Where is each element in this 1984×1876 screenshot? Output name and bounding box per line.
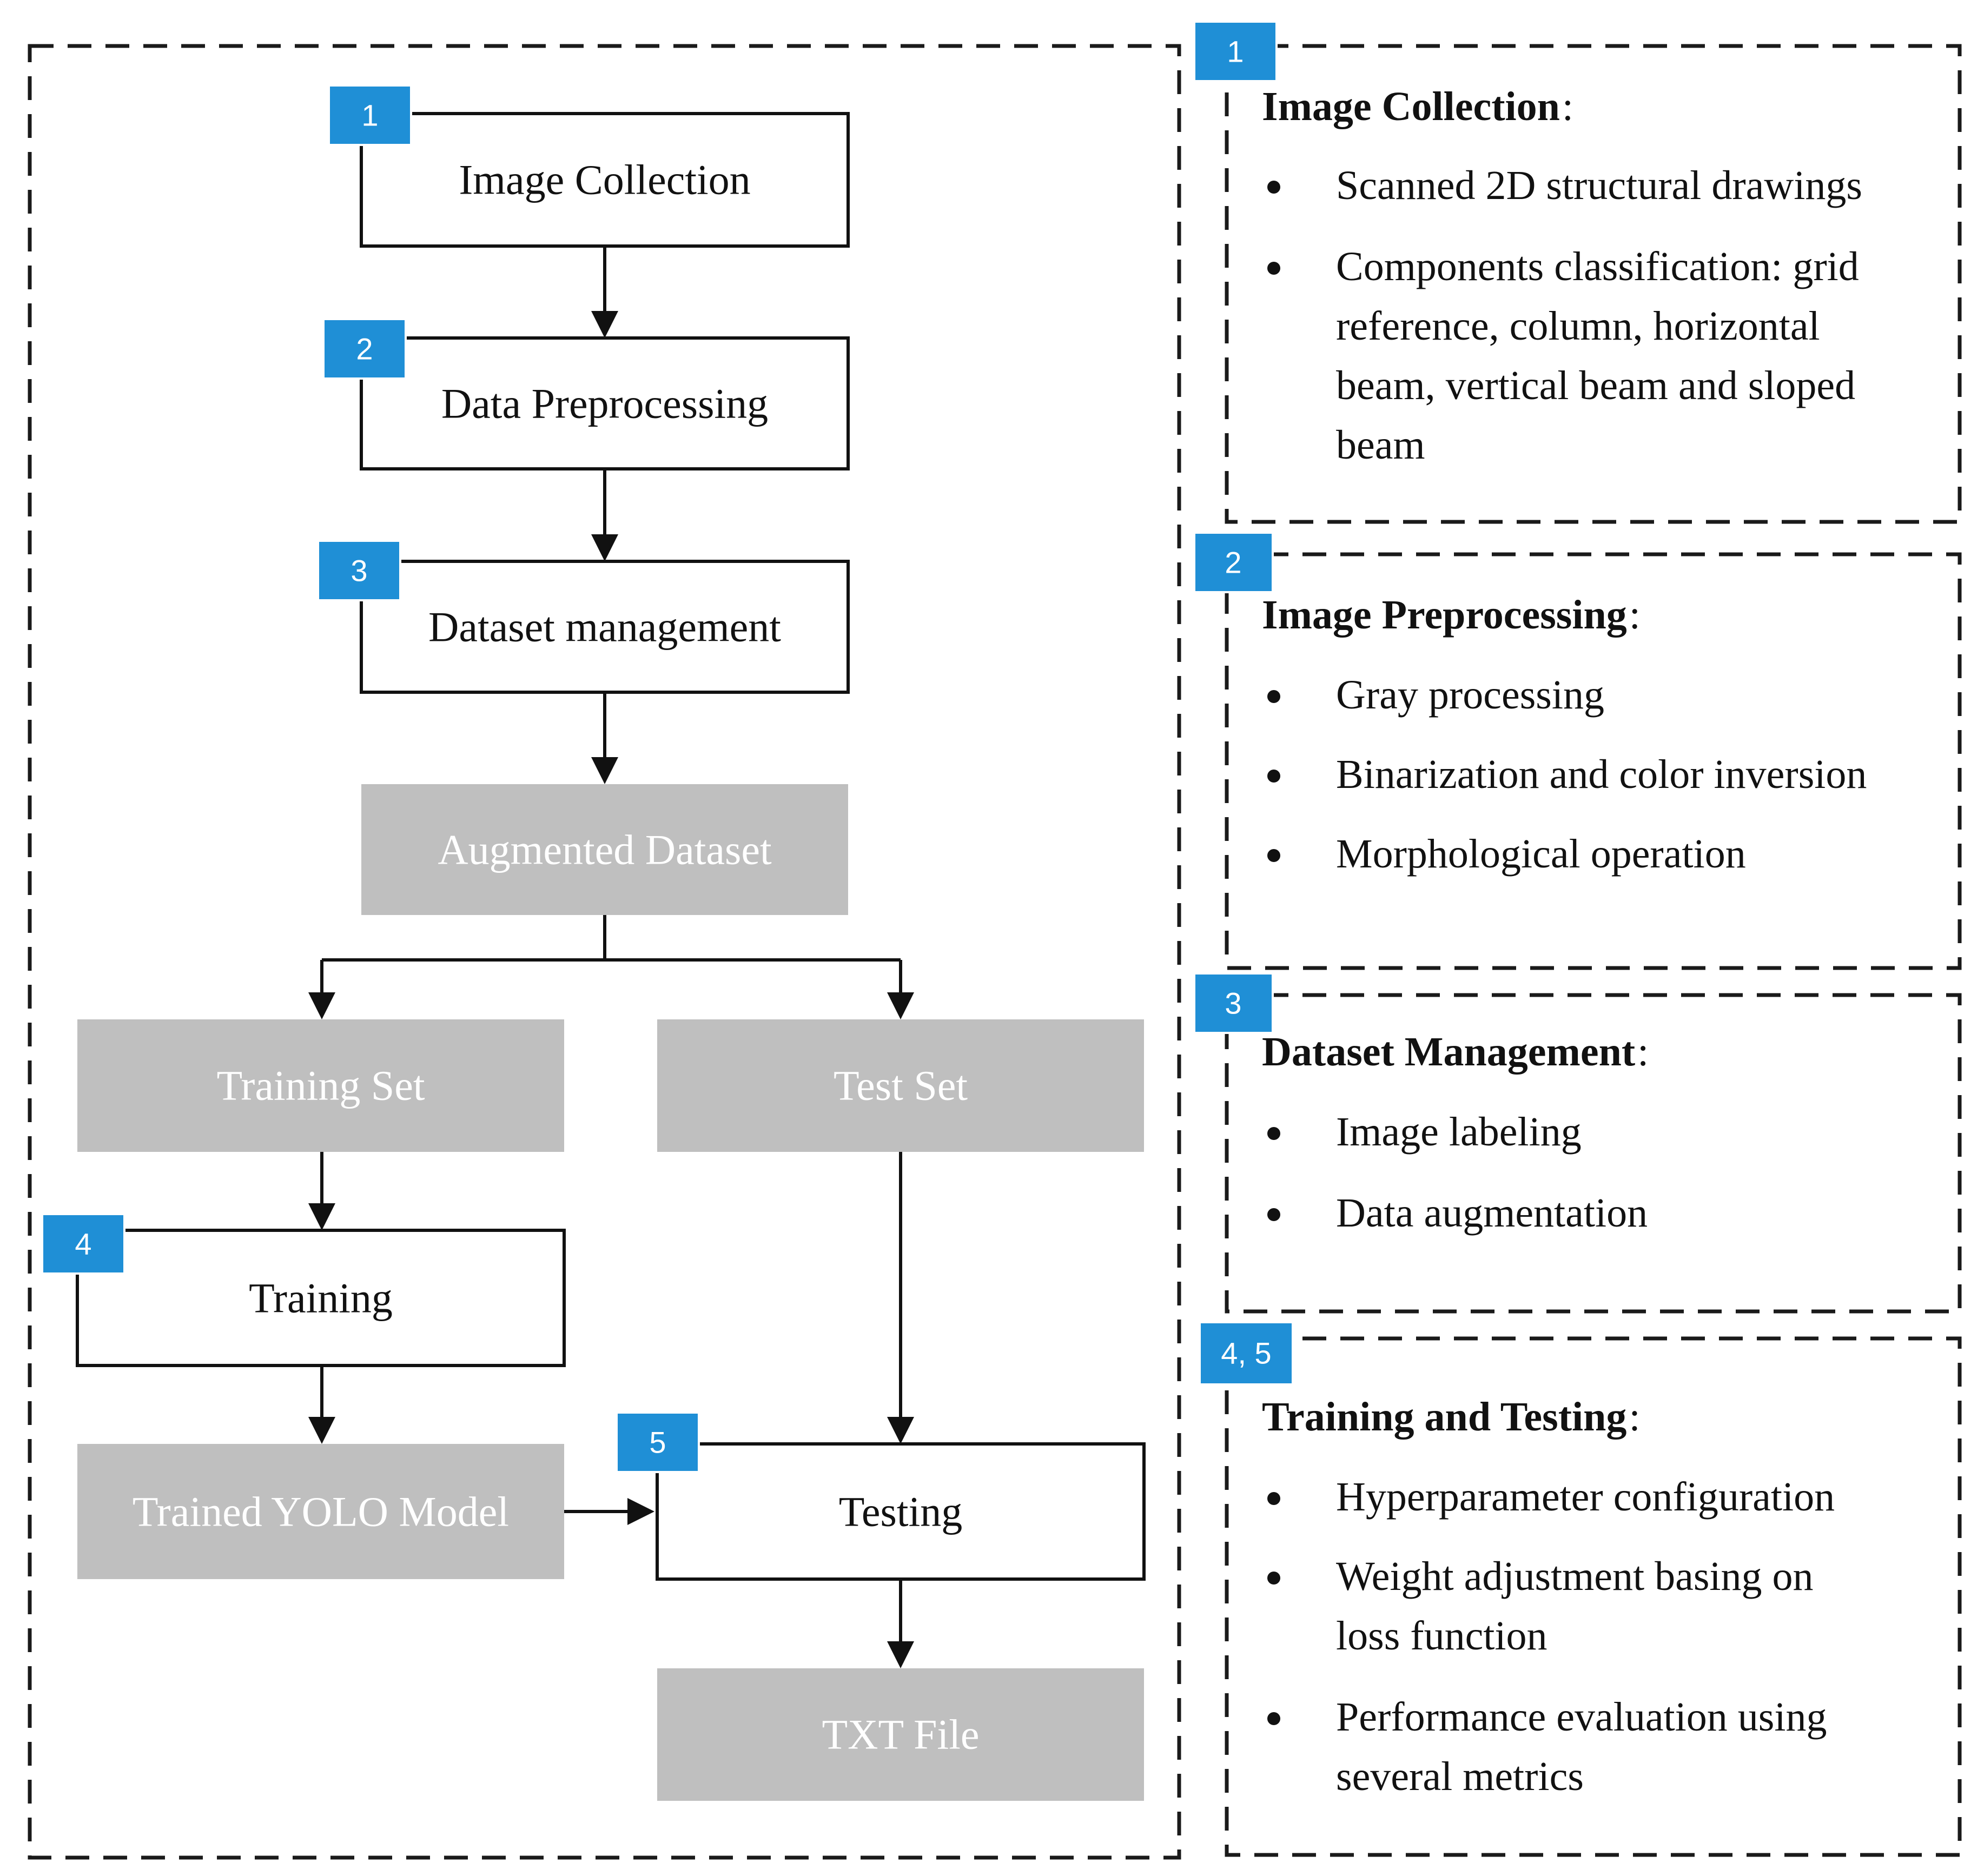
panel-item-line: Data augmentation [1336,1190,1648,1236]
node-training-set-label: Training Set [216,1062,425,1109]
panel-badge-1: 1 [1193,21,1278,82]
svg-text:1: 1 [361,98,378,132]
svg-text:4: 4 [75,1227,91,1261]
panel-frame-3 [1225,993,1962,1314]
panel-title-suffix: : [1637,1029,1649,1075]
flow-frame [28,44,1181,1860]
svg-text:5: 5 [649,1426,666,1460]
panel-frame-4 [1225,1336,1962,1857]
badge-node-3: 3 [317,540,401,601]
panel-item-line: Image labeling [1336,1109,1582,1155]
node-image-collection: Image Collection [360,112,850,248]
bullet-icon [1267,262,1280,275]
svg-text:2: 2 [1225,546,1241,580]
bullet-icon [1267,1208,1280,1221]
panel-item-line: Performance evaluation using [1336,1694,1827,1740]
panel-title: Dataset Management [1262,1029,1635,1075]
node-txt-file: TXT File [657,1668,1144,1801]
panel-item-line: Scanned 2D structural drawings [1336,163,1862,208]
node-test-set: Test Set [657,1019,1144,1152]
panel-item-line: Gray processing [1336,672,1604,718]
panel-item-line: Morphological operation [1336,831,1746,877]
connectors [308,246,914,1668]
bullet-icon [1267,1712,1280,1725]
panel-badge-3: 3 [1193,972,1274,1034]
panel-item-line: beam, vertical beam and sloped [1336,363,1855,408]
panel-title-suffix: : [1629,1394,1640,1440]
svg-text:1: 1 [1227,35,1244,69]
panel-training-and-testing: Training and Testing: Hyperparameter conf… [1262,1394,1835,1799]
panel-item-line: Hyperparameter configuration [1336,1474,1835,1520]
node-test-set-label: Test Set [834,1062,968,1109]
panel-title: Image Preprocessing [1262,592,1627,638]
node-image-collection-label: Image Collection [459,156,750,203]
panel-badge-4: 4, 5 [1199,1321,1294,1386]
panel-image-preprocessing: Image Preprocessing: Gray processingBinar… [1262,592,1867,877]
panel-title: Image Collection [1262,84,1560,129]
panel-item-line: Weight adjustment basing on [1336,1554,1814,1599]
node-training-set: Training Set [77,1019,564,1152]
badge-node-4: 4 [41,1213,125,1275]
panel-item-line: Components classification: grid [1336,244,1859,289]
node-trained-yolo-model-label: Trained YOLO Model [133,1488,509,1535]
svg-text:4, 5: 4, 5 [1221,1336,1271,1370]
node-training-label: Training [249,1275,393,1322]
badge-node-1: 1 [328,84,412,146]
bullet-icon [1267,1492,1280,1505]
bullet-icon [1267,849,1280,862]
panel-title: Training and Testing [1262,1394,1626,1440]
badge-node-5: 5 [616,1411,700,1473]
node-training: Training [76,1229,566,1367]
panel-image-collection: Image Collection: Scanned 2D structural d… [1262,84,1862,468]
node-trained-yolo-model: Trained YOLO Model [77,1444,564,1579]
node-data-preprocessing-label: Data Preprocessing [441,380,768,427]
bullet-icon [1267,1127,1280,1140]
node-augmented-dataset-label: Augmented Dataset [438,826,772,873]
node-data-preprocessing: Data Preprocessing [360,336,850,470]
panel-item-line: several metrics [1336,1754,1584,1799]
bullet-icon [1267,1572,1280,1585]
node-dataset-management-label: Dataset management [428,604,781,651]
panel-item-line: loss function [1336,1613,1547,1659]
panel-frame-2 [1225,552,1962,970]
node-txt-file-label: TXT File [822,1711,979,1758]
bullet-icon [1267,690,1280,703]
svg-text:3: 3 [1225,986,1241,1020]
panel-title-suffix: : [1629,592,1641,638]
node-testing-label: Testing [839,1488,963,1535]
node-dataset-management: Dataset management [360,560,850,694]
bullet-icon [1267,770,1280,783]
panel-badge-2: 2 [1193,532,1274,593]
node-augmented-dataset: Augmented Dataset [361,784,848,915]
panel-title-suffix: : [1562,84,1573,129]
panel-item-line: beam [1336,422,1425,468]
panel-item-line: Binarization and color inversion [1336,752,1867,797]
node-testing: Testing [656,1442,1146,1581]
panel-item-line: reference, column, horizontal [1336,303,1820,349]
panel-frame-1 [1225,44,1962,524]
svg-text:3: 3 [350,554,367,588]
bullet-icon [1267,181,1280,194]
svg-text:2: 2 [356,332,373,366]
badge-node-2: 2 [322,318,407,380]
